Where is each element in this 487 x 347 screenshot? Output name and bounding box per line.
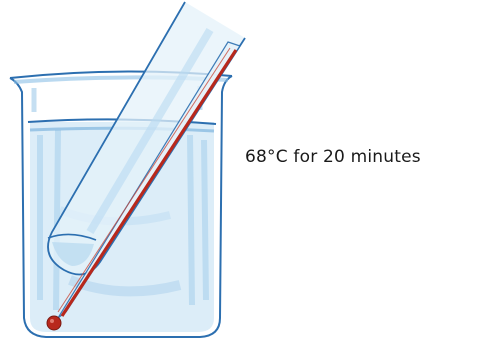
test-tube-liquid — [47, 233, 97, 241]
water-shading — [37, 129, 209, 311]
thermometer-icon — [46, 41, 241, 331]
thermometer-column — [60, 49, 238, 317]
thermometer-bulb — [46, 315, 62, 331]
temperature-caption: 68°C for 20 minutes — [245, 147, 421, 167]
beaker-outline — [9, 75, 233, 338]
